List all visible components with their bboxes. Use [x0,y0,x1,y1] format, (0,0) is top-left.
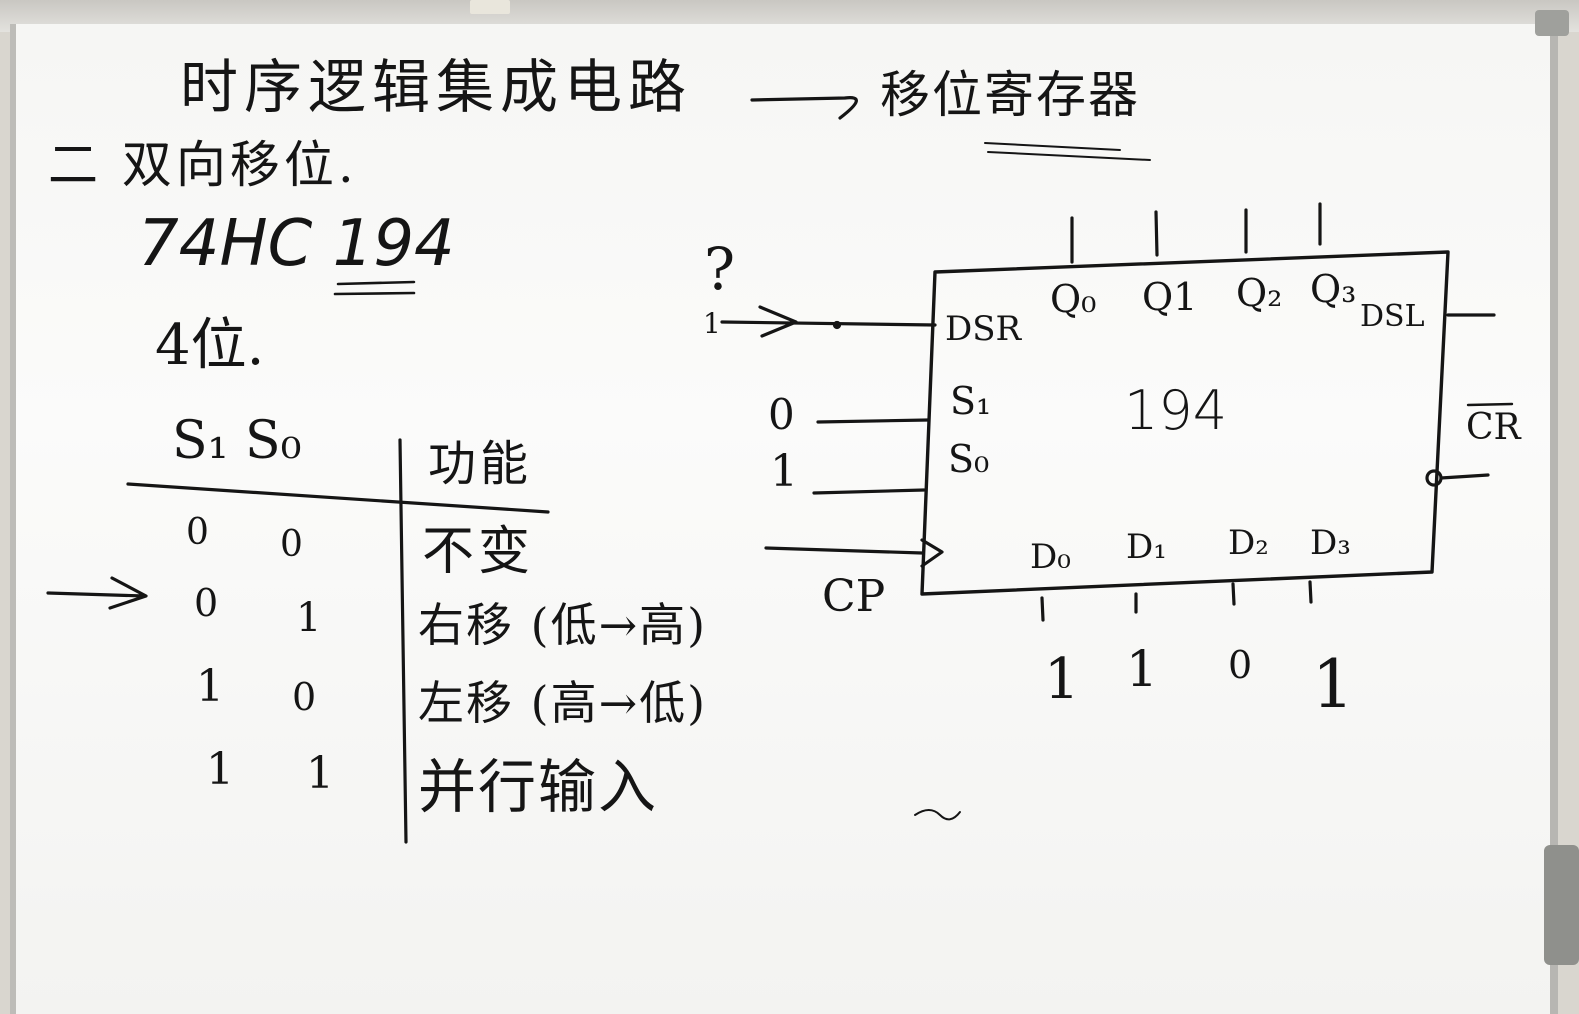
d-pins [1040,580,1313,622]
cp-label: CP [822,571,886,622]
title-dash [750,96,858,120]
dsr-line [720,305,937,338]
output-q2: Q₂ [1236,271,1283,315]
squiggle [914,809,961,821]
board-side-clip [1544,845,1579,965]
row1-s1: 0 [186,512,209,553]
chip-box [920,250,1450,596]
board-clip [1535,10,1569,36]
row3-func: 左移 (高→低) [418,676,708,730]
row3-s0: 0 [292,675,317,719]
row4-s0: 1 [306,748,334,799]
s1-value: 0 [768,390,795,439]
row3-s1: 1 [196,661,224,712]
row1-func: 不变 [422,522,535,582]
input-d2-value: 0 [1228,643,1253,687]
bit-width: 4位. [155,313,265,378]
s0-value: 1 [770,446,798,497]
dsr-input-value: 1 [703,307,721,340]
q-pins [1070,202,1322,264]
table-header-function: 功能 [428,436,533,492]
chip-label: 194 [1124,379,1228,442]
s0-label: S₀ [948,437,990,481]
s1-line [816,418,930,424]
row1-s0: 0 [280,524,303,565]
dsr-dot [832,320,842,330]
row-arrow [46,576,148,610]
section-heading: 二 双向移位. [48,136,358,194]
cr-label: CR [1466,407,1521,448]
row2-s0: 1 [296,595,322,641]
input-d0: D₀ [1030,537,1071,577]
chip-model: 74HC 194 [138,207,455,281]
dsl-label: DSL [1360,299,1425,334]
board-clip [470,0,510,14]
s1-label: S₁ [950,379,992,423]
row4-s1: 1 [206,744,234,795]
page-title: 时序逻辑集成电路 [180,53,693,121]
whiteboard [10,24,1558,1014]
subtitle-underline [984,142,1151,161]
input-d2: D₂ [1228,523,1269,563]
cp-line [764,546,924,555]
input-d1: D₁ [1126,527,1167,567]
cr-line [1439,473,1490,480]
input-d1-value: 1 [1126,640,1158,698]
input-d3-value: 1 [1312,646,1354,723]
row2-func: 右移 (低→高) [418,598,708,652]
input-d3: D₃ [1310,523,1351,563]
input-d0-value: 1 [1044,647,1080,712]
output-q3: Q₃ [1310,267,1357,311]
table-vline [398,438,408,844]
row2-s1: 0 [194,581,219,625]
dsr-label: DSR [945,309,1022,349]
page-subtitle: 移位寄存器 [880,66,1140,124]
clock-triangle [920,538,944,568]
question-mark: ? [704,235,736,303]
output-q1: Q1 [1142,275,1198,319]
table-hline [126,482,550,514]
row4-func: 并行输入 [418,753,659,821]
cr-overbar [1466,402,1514,407]
s0-line [812,488,926,495]
output-q0: Q₀ [1050,277,1097,321]
cr-bubble [1425,469,1443,487]
model-underline [333,280,416,296]
table-header-s1s0: S₁ S₀ [172,411,302,471]
